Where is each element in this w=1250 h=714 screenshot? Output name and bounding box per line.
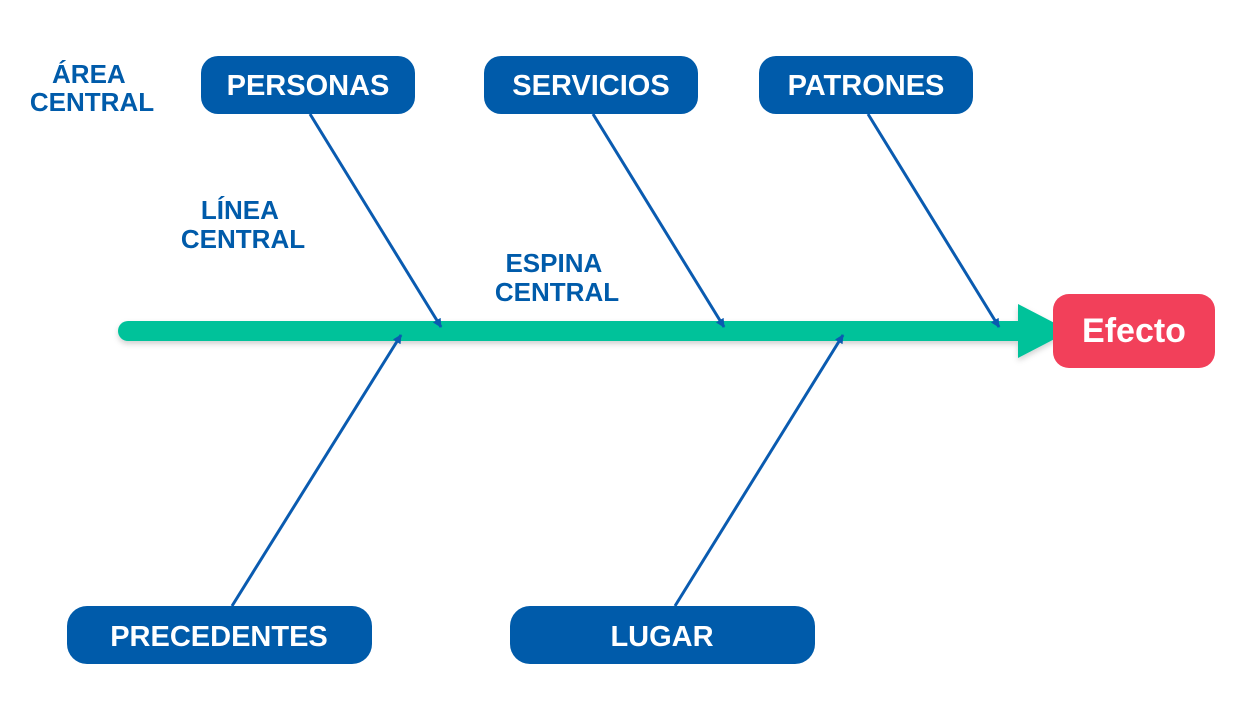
- category-box: [67, 606, 372, 664]
- category-box: [484, 56, 698, 114]
- bone-patrones: [866, 113, 1001, 328]
- category-label: PERSONAS: [227, 70, 390, 102]
- effect: Efecto: [1053, 294, 1215, 368]
- linea-central-line-2: CENTRAL: [181, 224, 305, 254]
- effect-box: [1053, 294, 1215, 368]
- bone-precedentes: [230, 334, 403, 607]
- linea-central-label: LÍNEA CENTRAL: [181, 195, 305, 254]
- category-label: PATRONES: [788, 70, 945, 102]
- category-label: PRECEDENTES: [110, 621, 328, 653]
- espina-central-label: ESPINA CENTRAL: [495, 248, 619, 307]
- area-central-line-1: ÁREA: [52, 59, 126, 89]
- spine-arrowhead: [1018, 304, 1070, 358]
- category-box: [201, 56, 415, 114]
- central-spine: [118, 304, 1070, 358]
- category-personas: PERSONAS: [201, 56, 415, 114]
- category-box: [759, 56, 973, 114]
- category-lugar: LUGAR: [510, 606, 815, 664]
- area-central-label: ÁREA CENTRAL: [30, 59, 154, 117]
- area-central-line-2: CENTRAL: [30, 87, 154, 117]
- effect-label: Efecto: [1082, 312, 1186, 350]
- espina-central-line-1: ESPINA: [505, 248, 602, 278]
- linea-central-line-1: LÍNEA: [201, 195, 279, 225]
- espina-central-line-2: CENTRAL: [495, 277, 619, 307]
- category-label: SERVICIOS: [512, 70, 669, 102]
- category-patrones: PATRONES: [759, 56, 973, 114]
- category-servicios: SERVICIOS: [484, 56, 698, 114]
- category-precedentes: PRECEDENTES: [67, 606, 372, 664]
- bone-personas: [308, 113, 443, 328]
- category-box: [510, 606, 815, 664]
- bone-lugar: [673, 334, 845, 607]
- category-label: LUGAR: [610, 621, 713, 653]
- bone-servicios: [591, 113, 726, 328]
